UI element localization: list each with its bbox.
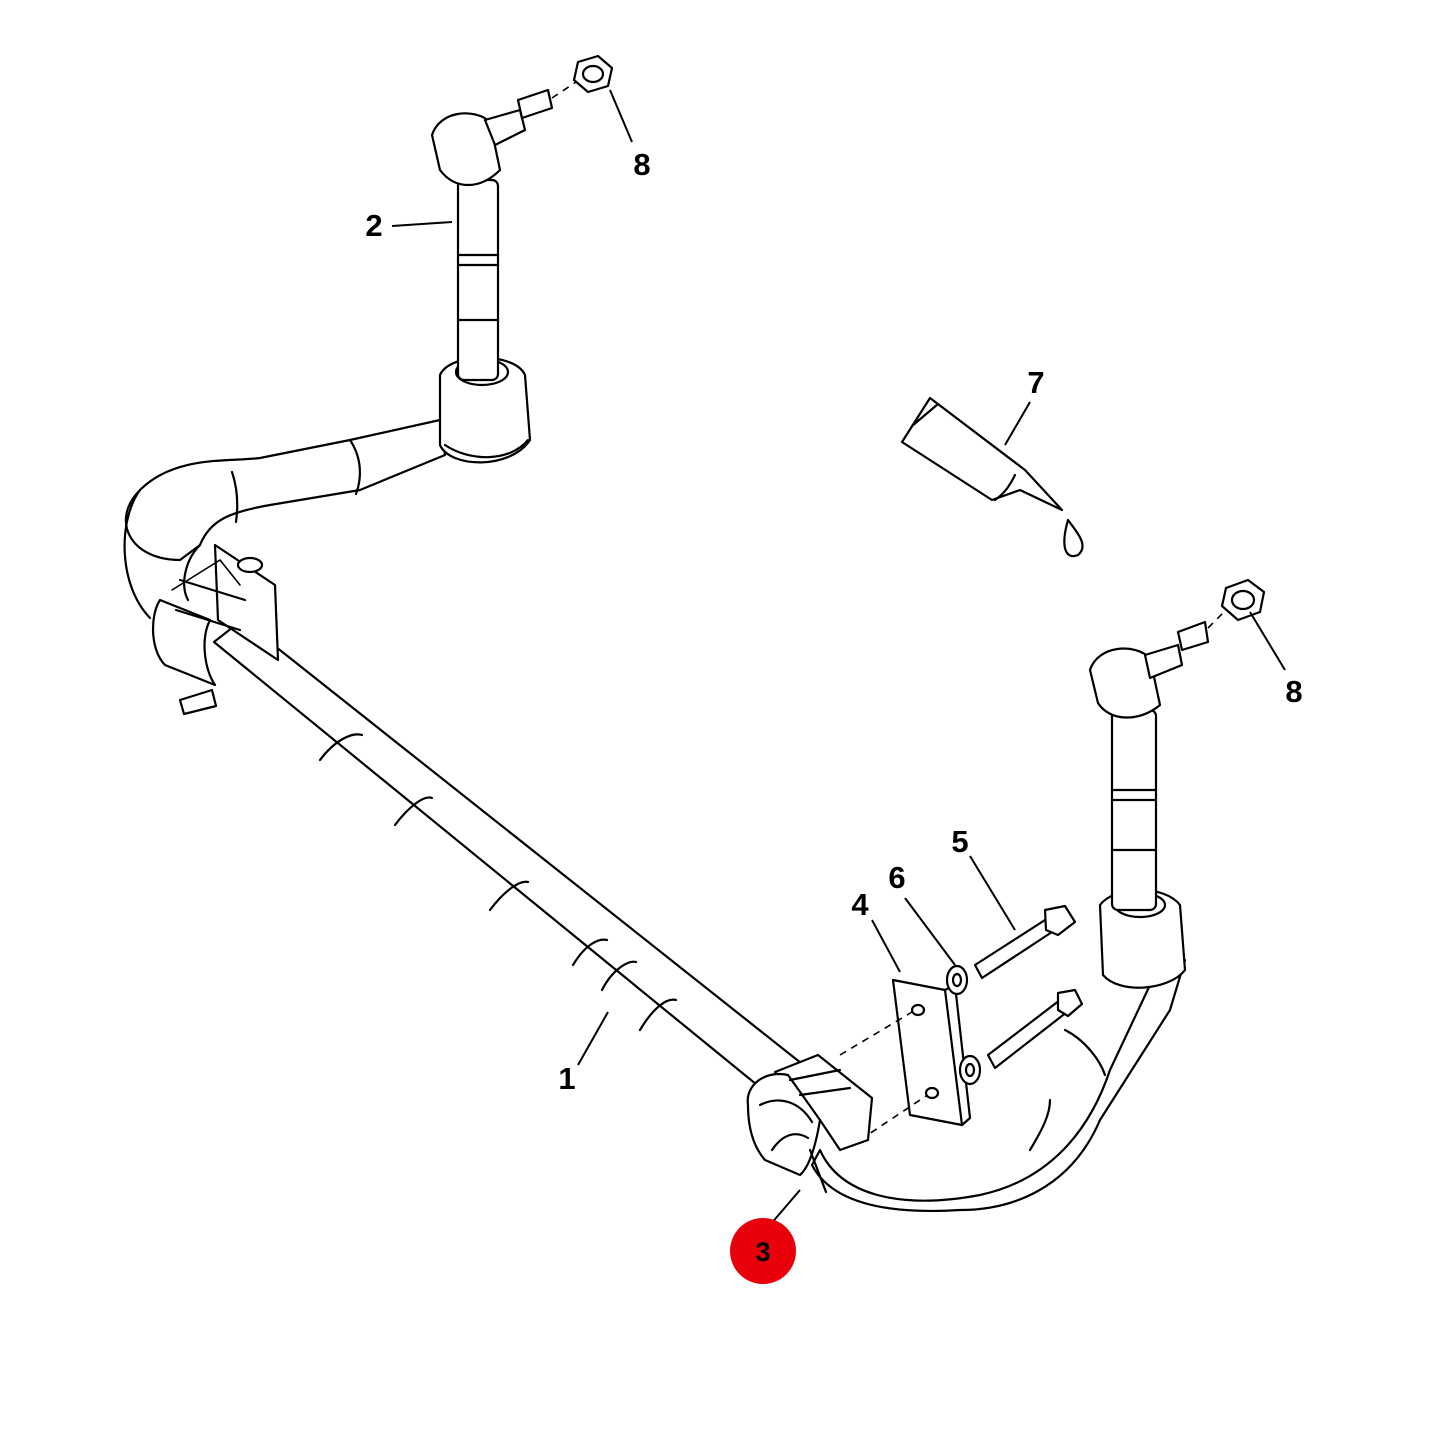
callout-3-highlight[interactable]: 3 [730,1218,796,1284]
callout-5: 5 [951,824,968,859]
callout-4: 4 [851,887,869,922]
stabilizer-link-right[interactable] [1088,620,1210,912]
stabilizer-link-left[interactable] [430,88,554,382]
lubricant-tube[interactable] [900,396,1084,558]
nut-upper[interactable] [551,54,614,99]
callout-8-lower: 8 [1285,674,1302,709]
callout-7: 7 [1027,365,1044,400]
bushing[interactable] [746,1053,874,1194]
leader-lines [391,89,1286,1226]
callout-3: 3 [755,1237,770,1267]
callout-1: 1 [558,1061,575,1096]
left-bushing-clamp [151,543,280,716]
callout-8-upper: 8 [633,147,650,182]
highlight-circle [730,1218,796,1284]
callout-6: 6 [888,860,905,895]
callout-2: 2 [365,208,382,243]
bracket-plate[interactable] [839,978,972,1141]
nut-lower[interactable] [1207,578,1266,629]
bolt[interactable] [973,904,1084,1070]
washer[interactable] [945,964,982,1086]
